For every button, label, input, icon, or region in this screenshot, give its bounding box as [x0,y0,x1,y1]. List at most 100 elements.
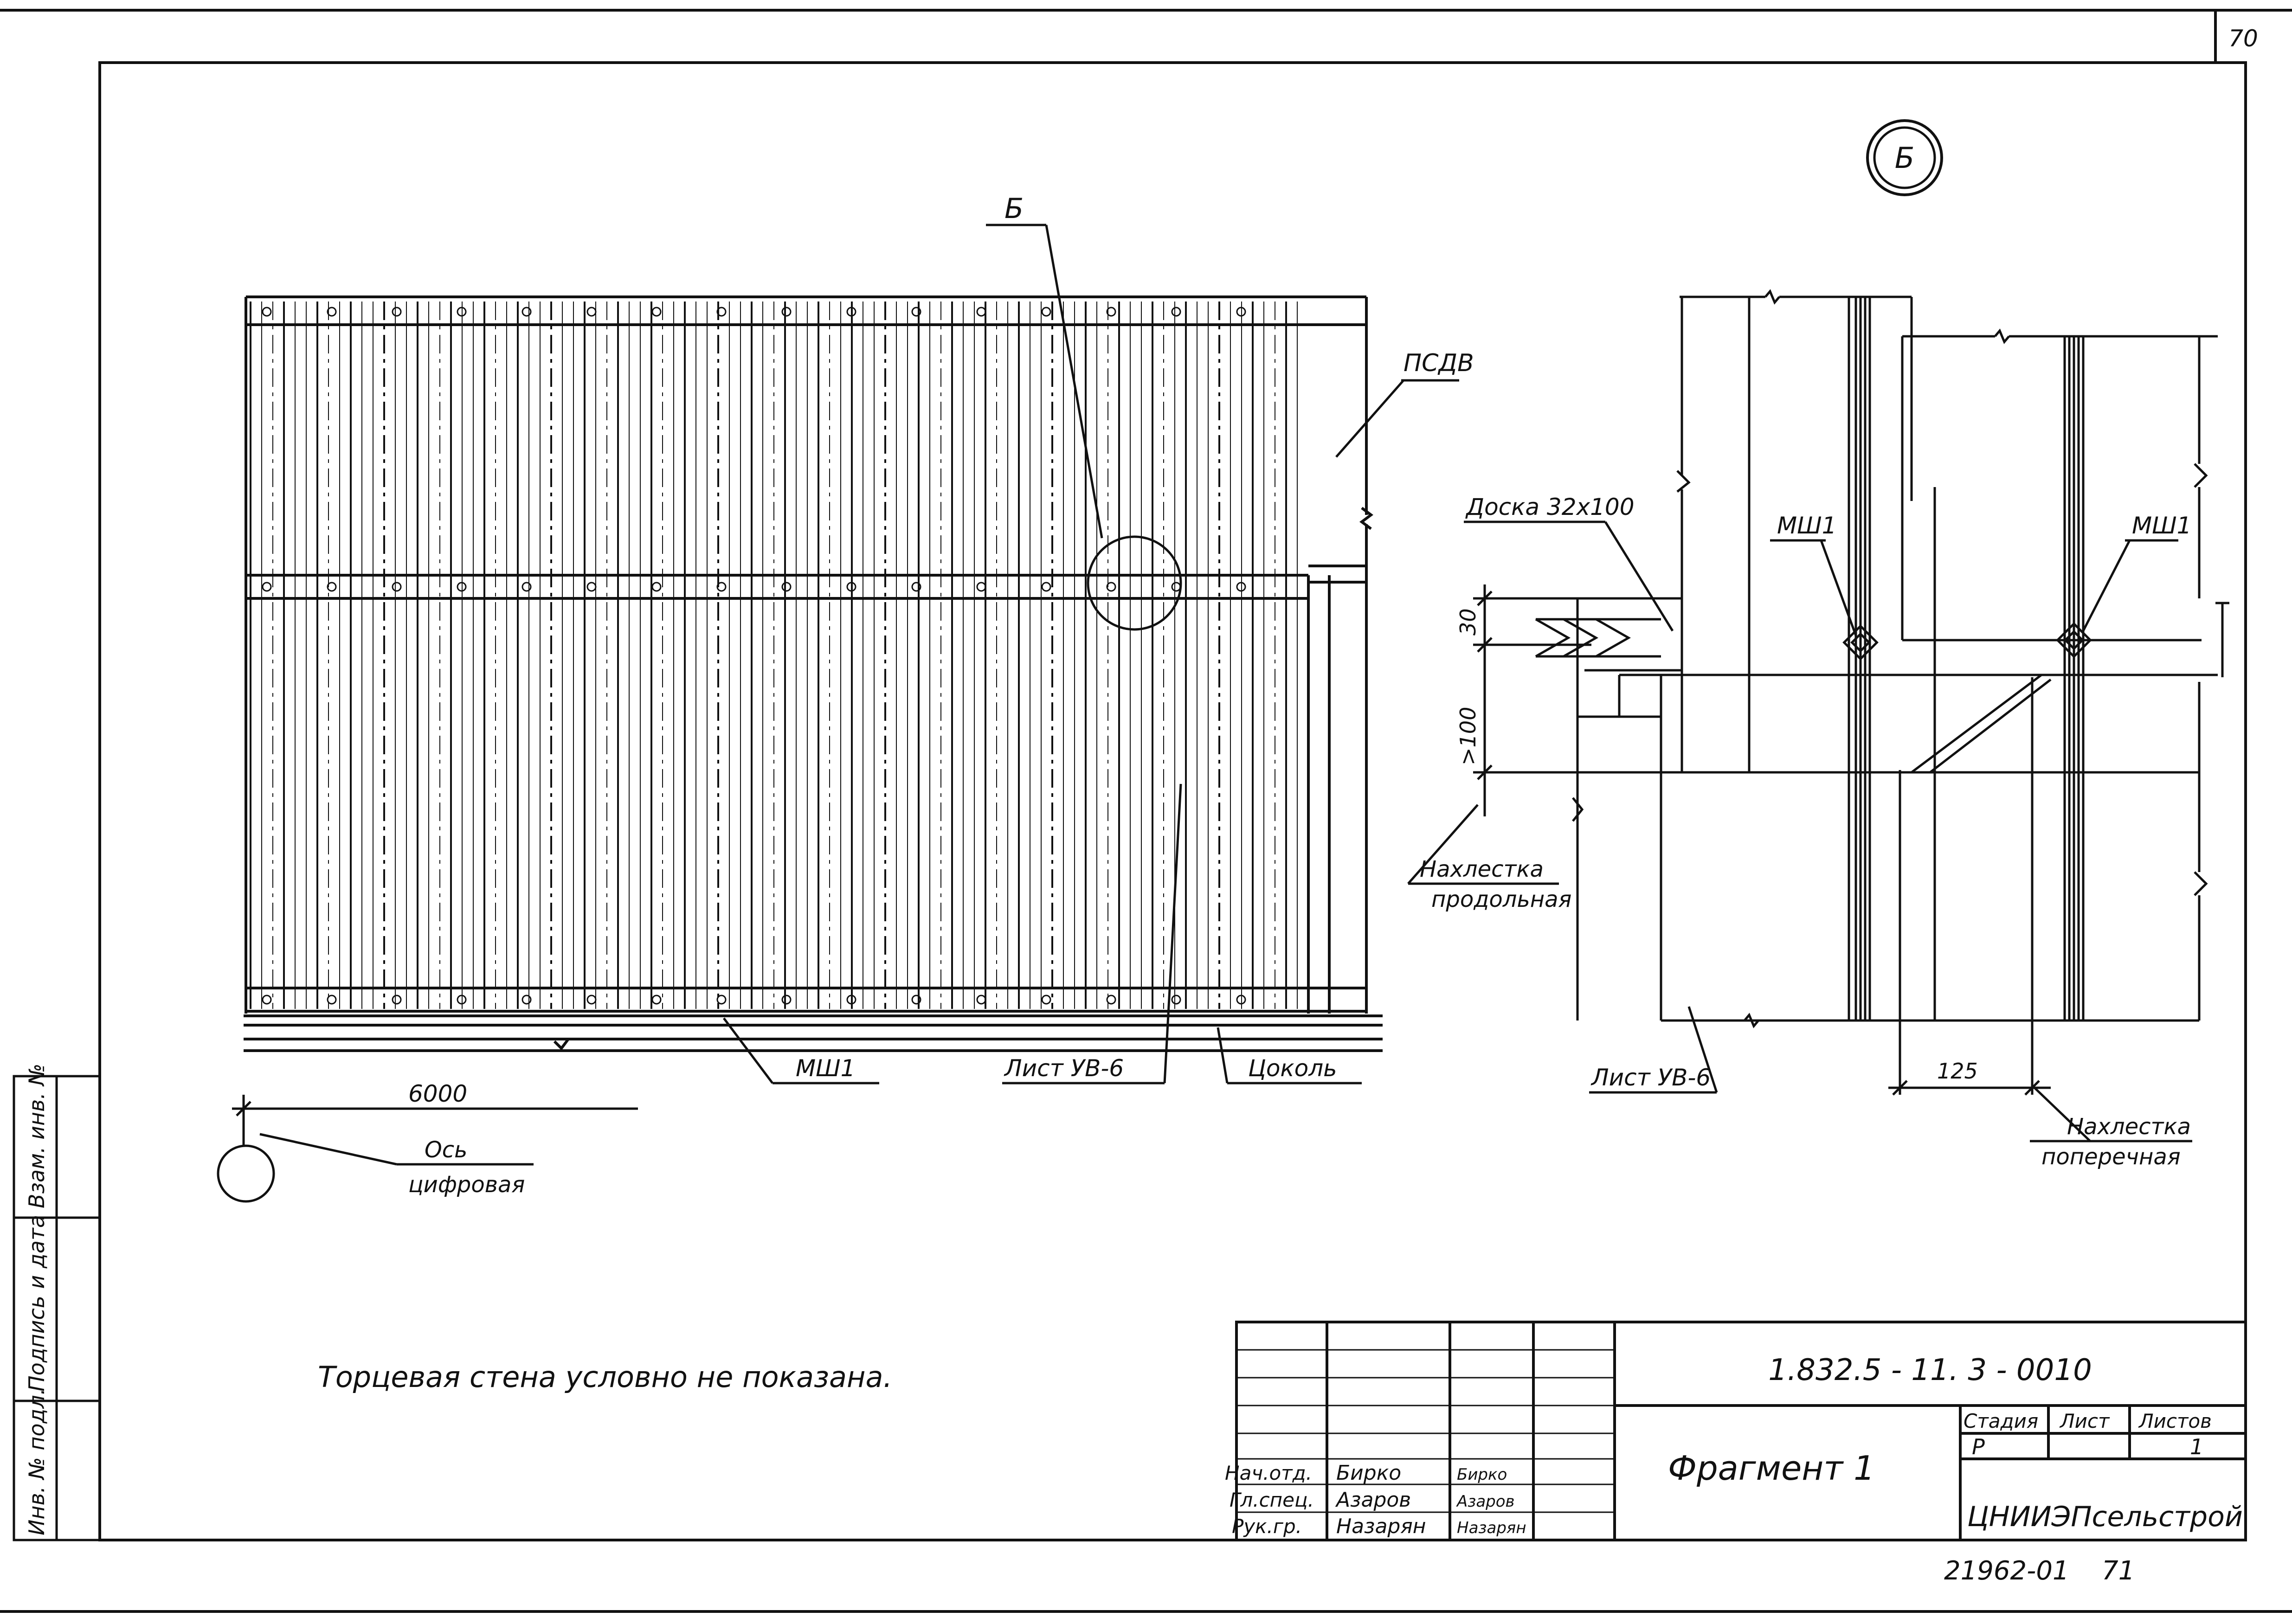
fastener-mark [651,995,662,1005]
fastener-mark [1106,582,1116,592]
label-sheet-uv6-detail: Лист УВ-6 [1590,1064,1711,1091]
role-1: Нач.отд. [1225,1462,1312,1484]
organization: ЦНИИЭПсельстрой [1967,1501,2243,1533]
fastener-mark [327,995,337,1005]
label-overlap-cross-2: поперечная [2041,1144,2181,1170]
label-sheet-uv6: Лист УВ-6 [1004,1055,1124,1082]
fastener-mark [976,995,986,1005]
fastener-mark [586,582,597,592]
page-number: 70 [2228,25,2258,52]
detail-marker-inner [1873,126,1936,189]
fastener-mark [1171,995,1181,1005]
fastener-mark [781,582,792,592]
fastener-mark [262,307,272,317]
signature-2: Азаров [1456,1492,1515,1511]
axis-marker [217,1144,275,1203]
signature-3: Назарян [1457,1519,1526,1537]
fastener-mark [262,582,272,592]
fastener-mark [521,582,532,592]
fastener-mark [262,995,272,1005]
label-psdv: ПСДВ [1404,349,1474,377]
fastener-mark [846,307,856,317]
fastener-mark [976,582,986,592]
footer-num: 71 [2102,1556,2135,1586]
header-stage: Стадия [1964,1410,2038,1432]
title-block: 1.832.5 - 11. 3 - 0010 Фрагмент 1 Стадия… [1225,1321,2247,1586]
fastener-mark [521,995,532,1005]
label-board: Доска 32х100 [1465,494,1635,520]
detail-marker-letter: Б [1895,141,1915,175]
signature-1: Бирко [1457,1465,1507,1484]
name-1: Бирко [1336,1461,1401,1485]
detail-marker-outer [1866,119,1943,196]
fastener-mark [911,307,921,317]
fastener-mark [392,307,402,317]
fastener-mark [521,307,532,317]
fastener-mark [716,307,727,317]
fastener-mark [327,582,337,592]
name-3: Назарян [1336,1515,1426,1538]
side-label-inv: Инв. № подл. [24,1388,49,1535]
corrugated-sheeting [250,302,1298,1009]
fastener-mark [911,995,921,1005]
header-sheet: Лист [2059,1410,2110,1432]
fastener-mark [846,582,856,592]
wall-fragment-view: Б ПСДВ МШ1 Лист УВ-6 Цоколь 6000 Ось циф… [217,193,1474,1203]
side-label-signature: Подпись и дата [24,1215,49,1392]
fastener-mark [716,995,727,1005]
detail-callout-circle [1087,535,1182,631]
label-msh-right: МШ1 [2132,512,2191,539]
fastener-mark [1106,307,1116,317]
fastener-mark [781,307,792,317]
fastener-mark [327,307,337,317]
dim-6000: 6000 [408,1080,467,1107]
fastener-mark [1236,307,1246,317]
doc-code: 1.832.5 - 11. 3 - 0010 [1768,1353,2092,1387]
axis-label-2: цифровая [408,1172,525,1198]
fastener-mark [846,995,856,1005]
fastener-mark [651,582,662,592]
note-end-wall: Торцевая стена условно не показана. [318,1360,892,1394]
axis-label-1: Ось [425,1137,467,1163]
name-2: Азаров [1335,1488,1411,1512]
fastener-mark [1041,307,1051,317]
label-msh-left: МШ1 [1777,512,1836,539]
fastener-mark [1041,995,1051,1005]
fastener-mark [1041,582,1051,592]
label-overlap-long-2: продольная [1431,886,1571,912]
screw-marker-left [1842,624,1879,661]
fastener-mark [1236,995,1246,1005]
fastener-mark [586,995,597,1005]
fastener-mark [781,995,792,1005]
fastener-mark [457,582,467,592]
label-msh: МШ1 [796,1055,855,1082]
header-sheets: Листов [2138,1410,2212,1432]
sheets-total: 1 [2190,1434,2203,1459]
side-stamp: Инв. № подл. Подпись и дата Взам. инв. № [13,1064,101,1541]
fastener-mark [586,307,597,317]
label-plinth: Цоколь [1248,1055,1337,1082]
label-overlap-cross-1: Нахлестка [2067,1114,2191,1140]
fastener-mark [457,307,467,317]
side-label-replace: Взам. инв. № [24,1064,49,1208]
fastener-mark [716,582,727,592]
stage-value: Р [1972,1434,1985,1459]
fastener-mark [976,307,986,317]
label-overlap-long-1: Нахлестка [1420,856,1544,882]
fastener-mark [1171,307,1181,317]
fastener-mark [392,995,402,1005]
fastener-mark [1106,995,1116,1005]
fastener-mark [651,307,662,317]
footer-code: 21962-01 [1944,1556,2069,1586]
fastener-mark [1236,582,1246,592]
wall-outline [244,295,1383,1052]
fastener-mark [911,582,921,592]
dim-125: 125 [1937,1059,1978,1084]
screw-marker-right [2056,622,2092,658]
fastener-mark [457,995,467,1005]
fastener-mark [392,582,402,592]
sheet-frame [0,9,2292,1613]
role-3: Рук.гр. [1232,1515,1302,1538]
role-2: Гл.спец. [1230,1489,1314,1511]
